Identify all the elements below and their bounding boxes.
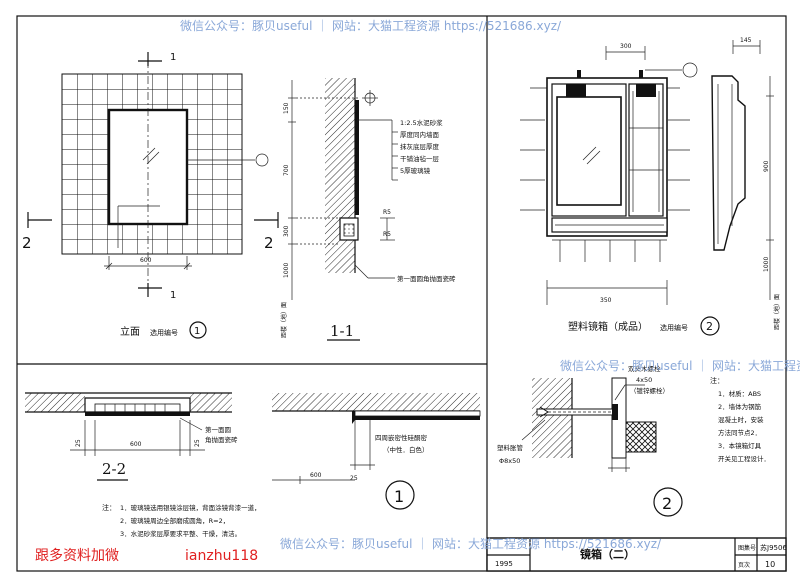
detail1-ref-num: 1 <box>394 487 404 506</box>
elevation-ref-label: 选用编号 <box>150 328 178 337</box>
elevation-view: 1 1 2 2 600 立面 选用编号 1 <box>22 52 279 339</box>
section-mark-2-right: 2 <box>264 234 274 252</box>
notes-left-item-3: 3．水泥砂浆层厚要求平整、干燥，清洁。 <box>120 529 241 538</box>
side-dim-1000: 1000 <box>763 257 770 272</box>
section11-dim-1000: 1000 <box>283 263 290 278</box>
elevation-ref-num: 1 <box>194 326 200 337</box>
detail2-callout-2: 4x50 <box>636 376 652 384</box>
section11-note-5: 5厚玻璃镜 <box>400 166 431 175</box>
sheet-border <box>16 15 787 572</box>
detail1-dim-600: 600 <box>310 472 322 479</box>
elevation-callout-circle <box>255 153 269 167</box>
section11-dim-700: 700 <box>283 164 290 176</box>
detail2-ref-circle <box>653 487 683 517</box>
notes-right: 注： 1．材质：ABS 2．墙体为钢筋 混凝土时，安装 方法同节点2． 3．本镜… <box>710 376 770 463</box>
cabinet-dim-350: 350 <box>600 297 612 304</box>
section11-floor-label: 距楼（地）面 <box>280 302 288 338</box>
detail2-callout-1: 双头木螺栓 <box>628 364 661 373</box>
title-block-title: 镜箱（二） <box>580 547 635 561</box>
detail2-plug-2: Φ8x50 <box>499 457 520 465</box>
notes-left-item-2: 2．玻璃镜周边全部磨成圆角，R=2， <box>120 516 229 525</box>
section22-tile-note-2: 角抛面瓷砖 <box>205 435 238 444</box>
notes-left-item-1: 1．玻璃镜选用银镜涂层镜，背面涂镜背漆一道， <box>120 503 261 512</box>
notes-right-item-1: 1．材质：ABS <box>718 389 761 398</box>
section11-r5-a: R5 <box>383 209 391 216</box>
detail-2: 双头木螺栓 4x50 （镀锌螺栓） 塑料胀管 Φ8x50 2 <box>497 364 683 517</box>
cabinet-dim-300: 300 <box>620 43 632 50</box>
section11-note-4: 干铺油毡一层 <box>400 154 440 163</box>
section-mark-2-left: 2 <box>22 234 32 252</box>
watermark-top: 微信公众号：豚贝useful ｜ 网站：大猫工程资源 https://52168… <box>180 18 562 33</box>
plastic-cabinet-view: 300 350 塑料镜箱（成品） 选用编号 2 <box>520 43 720 336</box>
cabinet-title: 塑料镜箱（成品） <box>568 320 648 333</box>
notes-left-label: 注： <box>102 503 116 512</box>
section11-note-3: 抹灰底层厚度 <box>400 142 440 151</box>
side-dim-900: 900 <box>763 160 770 172</box>
section-2-2: 25 600 25 第一面圆 角抛面瓷砖 2-2 <box>25 392 238 481</box>
notes-right-item-4: 方法同节点2． <box>718 428 761 437</box>
notes-right-label: 注： <box>710 376 724 385</box>
detail2-plug-1: 塑料胀管 <box>497 443 524 452</box>
detail1-ref-circle <box>385 480 415 510</box>
notes-left: 注： 1．玻璃镜选用银镜涂层镜，背面涂镜背漆一道， 2．玻璃镜周边全部磨成圆角，… <box>102 503 261 538</box>
notes-right-item-5: 3．本镜箱灯具 <box>718 441 762 450</box>
section-mark-1-bottom: 1 <box>170 290 176 301</box>
watermark-mid: 微信公众号：豚贝useful ｜ 网站：大猫工程资源 https://52168… <box>560 358 800 373</box>
section22-dim-25b: 25 <box>194 439 201 447</box>
title-block-page-label: 页次 <box>738 561 750 569</box>
section11-dim-150: 150 <box>283 102 290 114</box>
section-1-1: 150 700 300 1000 距楼（地）面 1:2.5水泥砂浆 厚度同内墙面… <box>280 78 456 341</box>
detail2-ref-num: 2 <box>662 494 672 513</box>
detail-1: 25 600 四周嵌密性硅酮密 （中性．白色） 1 <box>272 393 481 510</box>
cabinet-side-view: 145 900 1000 距楼（地）面 <box>711 37 781 330</box>
title-block: 1995 镜箱（二） 图集号 苏J9506 页次 10 <box>486 537 787 572</box>
section11-r5-b: R5 <box>383 231 391 238</box>
title-block-atlas-no: 苏J9506 <box>760 543 787 552</box>
section22-title: 2-2 <box>102 460 126 478</box>
section22-dim-600: 600 <box>130 441 142 448</box>
side-floor-label: 距楼（地）面 <box>773 294 781 330</box>
section11-title: 1-1 <box>330 322 354 340</box>
detail1-sealant-2: （中性．白色） <box>383 445 429 454</box>
elevation-dim-width: 600 <box>140 257 152 264</box>
section11-note-1: 1:2.5水泥砂浆 <box>400 118 443 127</box>
notes-right-item-2: 2．墙体为钢筋 <box>718 402 762 411</box>
detail2-callout-3: （镀锌螺栓） <box>630 386 669 395</box>
title-block-page-no: 10 <box>765 560 775 569</box>
detail1-dim-25: 25 <box>350 475 358 482</box>
section11-note-2: 厚度同内墙面 <box>400 130 440 139</box>
section22-tile-note-1: 第一面圆 <box>205 425 231 434</box>
section-mark-1-top: 1 <box>170 52 176 63</box>
side-dim-145: 145 <box>740 37 752 44</box>
notes-right-item-3: 混凝土时，安装 <box>718 415 764 424</box>
watermark-bottom-id: ianzhu118 <box>185 548 258 564</box>
detail1-sealant-1: 四周嵌密性硅酮密 <box>375 433 428 442</box>
watermark-bottom-left: 跟多资料加微 <box>35 547 119 564</box>
section11-bottom-note: 第一面圆角抛面瓷砖 <box>397 274 456 283</box>
watermark-bottom: 微信公众号：豚贝useful ｜ 网站：大猫工程资源 https://52168… <box>280 536 662 551</box>
cabinet-ref-label: 选用编号 <box>660 323 688 332</box>
title-block-atlas-label: 图集号 <box>738 544 756 552</box>
elevation-title: 立面 <box>120 325 140 338</box>
cabinet-ref-num: 2 <box>706 320 713 333</box>
notes-right-item-6: 开关见工程设计． <box>718 454 770 463</box>
title-block-year: 1995 <box>495 560 513 568</box>
section22-dim-25a: 25 <box>75 439 82 447</box>
section11-dim-300: 300 <box>283 225 290 237</box>
